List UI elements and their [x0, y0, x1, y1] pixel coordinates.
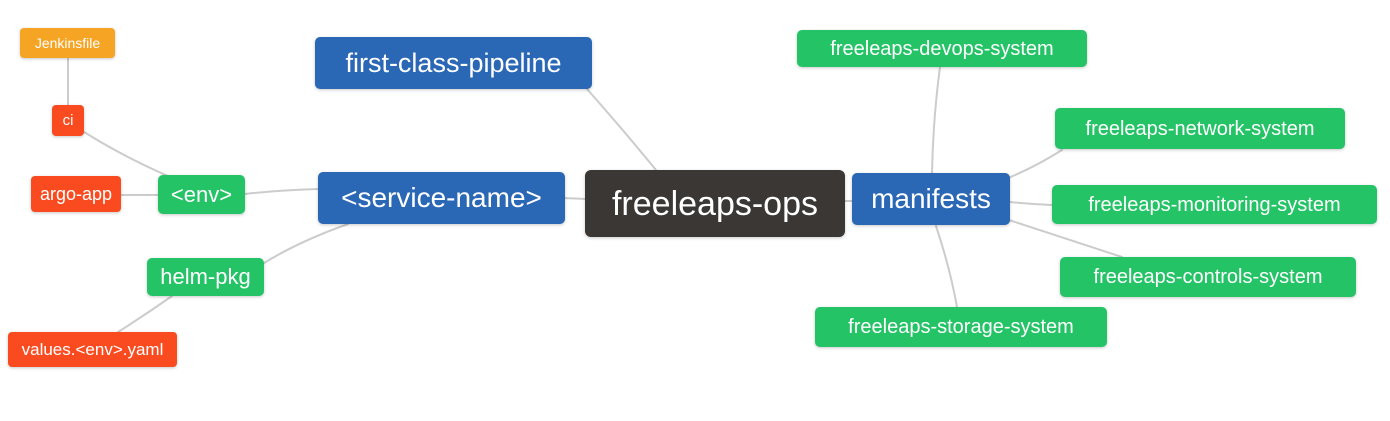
- edge-ci-env: [80, 129, 169, 177]
- node-ci[interactable]: ci: [52, 105, 84, 136]
- node-freeleaps-ops-root[interactable]: freeleaps-ops: [585, 170, 845, 237]
- node-manifests[interactable]: manifests: [852, 173, 1010, 225]
- node-freeleaps-monitoring-system[interactable]: freeleaps-monitoring-system: [1052, 185, 1377, 224]
- edge-helmpkg-servicename: [263, 223, 349, 264]
- edge-manifests-storage: [935, 225, 958, 308]
- edge-servicename-ops: [562, 197, 588, 200]
- node-freeleaps-storage-system[interactable]: freeleaps-storage-system: [815, 307, 1107, 347]
- edge-pipeline-ops: [586, 88, 657, 171]
- node-values-env-yaml[interactable]: values.<env>.yaml: [8, 332, 177, 367]
- node-env[interactable]: <env>: [158, 175, 245, 214]
- edge-manifests-network: [1007, 149, 1063, 179]
- node-service-name[interactable]: <service-name>: [318, 172, 565, 224]
- node-freeleaps-network-system[interactable]: freeleaps-network-system: [1055, 108, 1345, 149]
- edge-manifests-devops: [931, 66, 941, 174]
- node-argo-app[interactable]: argo-app: [31, 176, 121, 212]
- node-freeleaps-devops-system[interactable]: freeleaps-devops-system: [797, 30, 1087, 67]
- node-jenkinsfile[interactable]: Jenkinsfile: [20, 28, 115, 58]
- edge-values-helmpkg: [117, 295, 173, 333]
- edge-manifests-monitoring: [1009, 201, 1053, 206]
- edge-env-servicename: [244, 188, 319, 195]
- node-first-class-pipeline[interactable]: first-class-pipeline: [315, 37, 592, 89]
- node-freeleaps-controls-system[interactable]: freeleaps-controls-system: [1060, 257, 1356, 297]
- node-helm-pkg[interactable]: helm-pkg: [147, 258, 264, 296]
- edge-manifests-controls: [1008, 219, 1123, 258]
